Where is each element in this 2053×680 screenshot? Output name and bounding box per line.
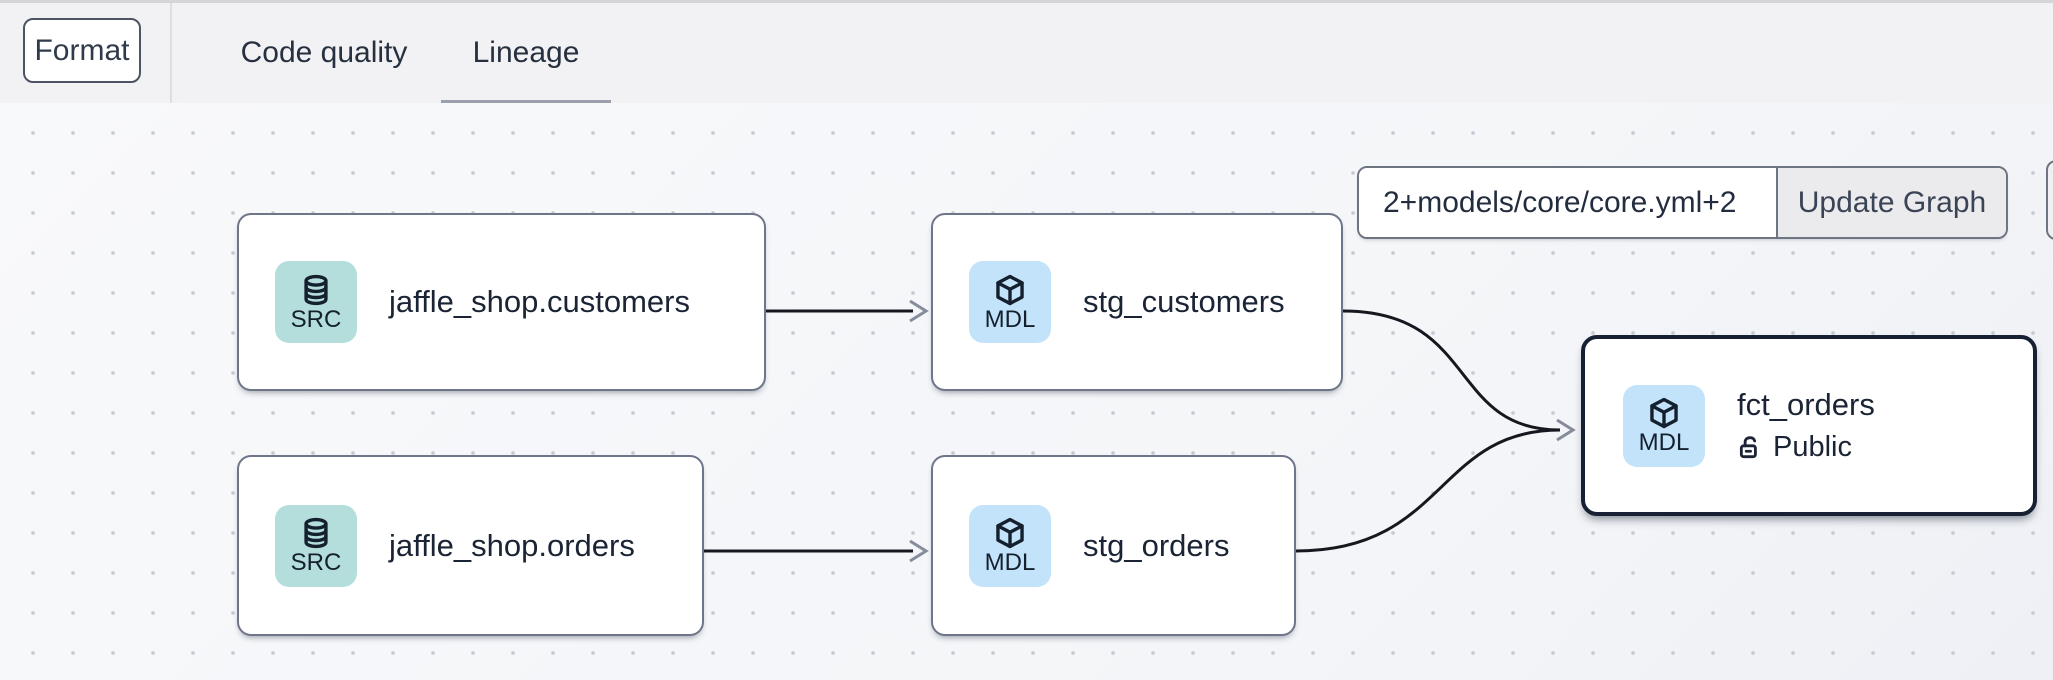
node-label: stg_customers xyxy=(1083,284,1285,319)
node-text-block: fct_orders Public xyxy=(1737,387,1875,464)
node-fct-orders[interactable]: MDL fct_orders Public xyxy=(1581,335,2037,516)
lineage-selector-group: Update Graph xyxy=(1357,166,2008,239)
badge-label: MDL xyxy=(984,549,1036,576)
arrowhead-stg-customers xyxy=(909,299,929,323)
node-label: fct_orders xyxy=(1737,387,1875,422)
format-button[interactable]: Format xyxy=(23,18,141,83)
access-label: Public xyxy=(1773,431,1852,463)
edge-stg-orders-to-fct-orders xyxy=(1295,428,1561,553)
update-graph-button[interactable]: Update Graph xyxy=(1776,168,2006,237)
cube-icon xyxy=(996,274,1024,305)
badge-label: MDL xyxy=(984,305,1036,333)
node-jaffle-shop-orders[interactable]: SRC jaffle_shop.orders xyxy=(237,455,704,636)
database-icon xyxy=(304,274,328,305)
edge-stg-customers-to-fct-orders xyxy=(1342,309,1561,432)
node-stg-orders[interactable]: MDL stg_orders xyxy=(931,455,1296,636)
cube-icon xyxy=(1650,397,1678,429)
access-row: Public xyxy=(1737,431,1875,464)
arrowhead-fct-orders xyxy=(1556,418,1576,442)
source-type-badge: SRC xyxy=(275,261,357,343)
node-stg-customers[interactable]: MDL stg_customers xyxy=(931,213,1343,391)
toolbar-divider xyxy=(170,3,172,103)
lock-open-icon xyxy=(1739,435,1757,458)
node-label: stg_orders xyxy=(1083,527,1230,563)
source-type-badge: SRC xyxy=(275,504,357,587)
lineage-selector-input[interactable] xyxy=(1359,168,1776,237)
node-label: jaffle_shop.customers xyxy=(389,284,690,319)
arrowhead-stg-orders xyxy=(909,539,929,563)
cube-icon xyxy=(996,517,1024,549)
partial-toolbar-button[interactable] xyxy=(2046,160,2053,240)
lineage-edges xyxy=(704,299,1576,563)
model-type-badge: MDL xyxy=(969,504,1051,587)
database-icon xyxy=(304,517,328,549)
badge-label: SRC xyxy=(290,305,342,333)
model-type-badge: MDL xyxy=(1623,384,1705,467)
badge-label: SRC xyxy=(290,549,342,576)
tab-code-quality[interactable]: Code quality xyxy=(240,36,408,69)
editor-toolbar: Format Code quality Lineage xyxy=(0,0,2053,106)
node-label: jaffle_shop.orders xyxy=(389,527,635,563)
tab-lineage[interactable]: Lineage xyxy=(441,3,611,106)
node-jaffle-shop-customers[interactable]: SRC jaffle_shop.customers xyxy=(237,213,766,391)
lineage-canvas[interactable]: SRC jaffle_shop.customers MDL stg_custom… xyxy=(0,103,2053,680)
badge-label: MDL xyxy=(1638,429,1690,456)
model-type-badge: MDL xyxy=(969,261,1051,343)
